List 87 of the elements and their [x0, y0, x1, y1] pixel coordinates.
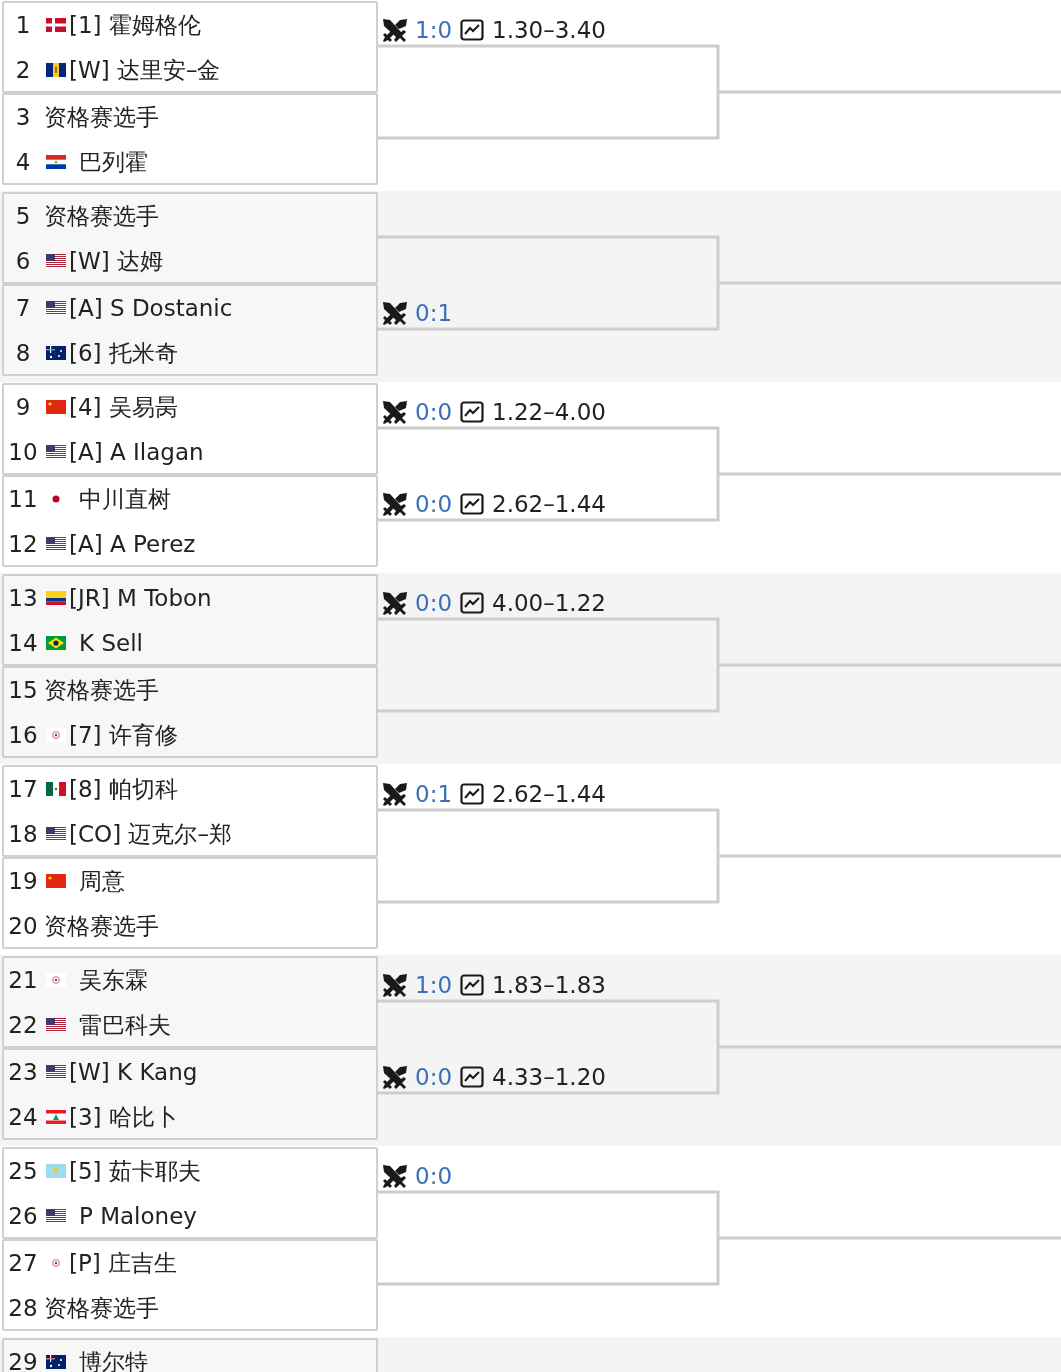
match-box — [2, 1048, 378, 1140]
match-box — [2, 1147, 378, 1239]
player-name: [W] K Kang — [69, 1058, 198, 1086]
match-box — [2, 1, 378, 93]
betting-odds: 2.62–1.44 — [492, 490, 606, 518]
seed-number: 1 — [14, 11, 32, 39]
match-box — [2, 1239, 378, 1331]
match-box — [2, 666, 378, 758]
seed-number: 3 — [14, 103, 32, 131]
head-to-head-score: 1:0 — [415, 16, 452, 44]
player-name: K Sell — [79, 629, 143, 657]
match-box — [2, 956, 378, 1048]
player-name: P Maloney — [79, 1202, 197, 1230]
seed-number: 23 — [7, 1058, 39, 1086]
player-name: [A] S Dostanic — [69, 294, 233, 322]
player-name: [JR] M Tobon — [69, 584, 212, 612]
seed-number: 20 — [7, 912, 39, 940]
player-name: [P] 庄吉生 — [69, 1249, 178, 1277]
seed-number: 24 — [7, 1103, 39, 1131]
head-to-head-score: 0:0 — [415, 589, 452, 617]
seed-number: 14 — [7, 629, 39, 657]
seed-number: 11 — [7, 485, 39, 513]
seed-number: 26 — [7, 1202, 39, 1230]
player-name: [1] 霍姆格伦 — [69, 11, 201, 39]
match-box — [2, 765, 378, 857]
player-name: [A] A Ilagan — [69, 438, 204, 466]
seed-number: 5 — [14, 202, 32, 230]
seed-number: 18 — [7, 820, 39, 848]
player-name: 雷巴科夫 — [79, 1011, 171, 1039]
seed-number: 7 — [14, 294, 32, 322]
head-to-head-score: 0:0 — [415, 490, 452, 518]
match-box — [2, 192, 378, 284]
head-to-head-score: 0:0 — [415, 398, 452, 426]
player-name: [W] 达姆 — [69, 247, 163, 275]
match-box — [2, 857, 378, 949]
seed-number: 10 — [7, 438, 39, 466]
player-name: 资格赛选手 — [44, 1294, 159, 1322]
seed-number: 17 — [7, 775, 39, 803]
seed-number: 12 — [7, 530, 39, 558]
seed-number: 6 — [14, 247, 32, 275]
player-name: [7] 许育修 — [69, 721, 178, 749]
seed-number: 21 — [7, 966, 39, 994]
head-to-head-score: 0:1 — [415, 299, 452, 327]
seed-number: 19 — [7, 867, 39, 895]
player-name: [6] 托米奇 — [69, 339, 178, 367]
match-box — [2, 475, 378, 567]
head-to-head-score: 0:0 — [415, 1162, 452, 1190]
seed-number: 2 — [14, 56, 32, 84]
player-name: 周意 — [79, 867, 125, 895]
player-name: 吴东霖 — [79, 966, 148, 994]
seed-number: 9 — [14, 393, 32, 421]
betting-odds: 1.83–1.83 — [492, 971, 606, 999]
player-name: 资格赛选手 — [44, 103, 159, 131]
seed-number: 15 — [7, 676, 39, 704]
player-name: [W] 达里安–金 — [69, 56, 221, 84]
match-box — [2, 93, 378, 185]
player-name: [8] 帕切科 — [69, 775, 178, 803]
seed-number: 29 — [7, 1348, 39, 1372]
seed-number: 4 — [14, 148, 32, 176]
player-name: [5] 茹卡耶夫 — [69, 1157, 201, 1185]
head-to-head-score: 0:0 — [415, 1063, 452, 1091]
player-name: [3] 哈比卜 — [69, 1103, 178, 1131]
match-box — [2, 383, 378, 475]
betting-odds: 1.22–4.00 — [492, 398, 606, 426]
betting-odds: 4.00–1.22 — [492, 589, 606, 617]
player-name: [A] A Perez — [69, 530, 196, 558]
seed-number: 8 — [14, 339, 32, 367]
match-box — [2, 574, 378, 666]
head-to-head-score: 0:1 — [415, 780, 452, 808]
player-name: 资格赛选手 — [44, 202, 159, 230]
seed-number: 16 — [7, 721, 39, 749]
seed-number: 13 — [7, 584, 39, 612]
seed-number: 25 — [7, 1157, 39, 1185]
player-name: [CO] 迈克尔–郑 — [69, 820, 232, 848]
match-box — [2, 284, 378, 376]
player-name: 中川直树 — [79, 485, 171, 513]
player-name: 巴列霍 — [79, 148, 148, 176]
betting-odds: 2.62–1.44 — [492, 780, 606, 808]
player-name: 资格赛选手 — [44, 676, 159, 704]
head-to-head-score: 1:0 — [415, 971, 452, 999]
seed-number: 22 — [7, 1011, 39, 1039]
player-name: 资格赛选手 — [44, 912, 159, 940]
betting-odds: 1.30–3.40 — [492, 16, 606, 44]
player-name: [4] 吴易昺 — [69, 393, 178, 421]
seed-number: 27 — [7, 1249, 39, 1277]
betting-odds: 4.33–1.20 — [492, 1063, 606, 1091]
seed-number: 28 — [7, 1294, 39, 1322]
